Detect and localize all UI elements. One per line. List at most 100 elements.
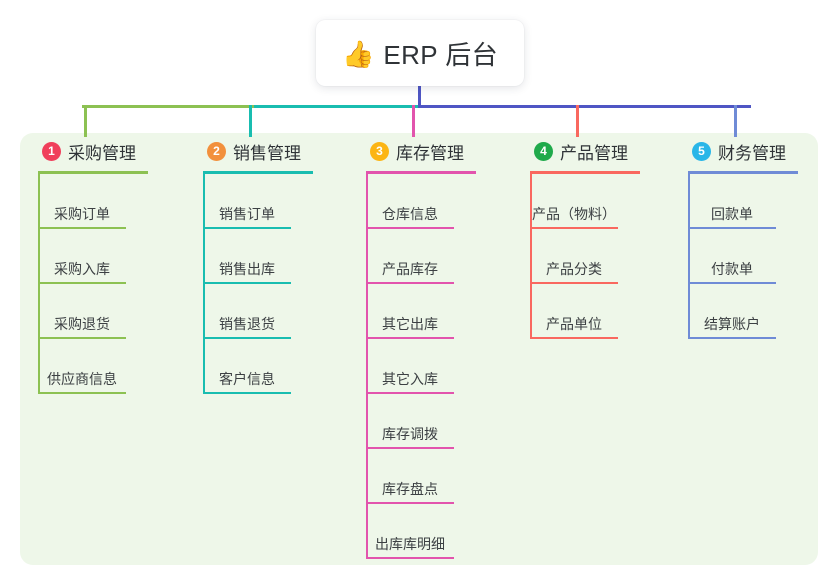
bus-segment-1 xyxy=(82,105,254,108)
drop-connector-1 xyxy=(84,105,87,137)
branch-columns: 1 采购管理采购订单采购入库采购退货供应商信息 2 销售管理销售订单销售出库销售退货客… xyxy=(20,133,818,565)
leaf-item-label: 采购订单 xyxy=(54,206,110,222)
branch-title-1: 采购管理 xyxy=(68,143,136,163)
branch-title-2: 销售管理 xyxy=(233,143,301,163)
branch-title-3: 库存管理 xyxy=(396,143,464,163)
branch-title-5: 财务管理 xyxy=(718,143,786,163)
leaf-item-label: 销售出库 xyxy=(219,261,275,277)
leaf-item[interactable]: 产品分类 xyxy=(530,229,618,284)
branch-column-5: 5 财务管理回款单付款单结算账户 xyxy=(670,133,798,339)
bus-segment-3 xyxy=(418,105,751,108)
leaf-item-label: 库存盘点 xyxy=(382,481,438,497)
branch-badge-4: 4 xyxy=(534,141,553,161)
leaf-item[interactable]: 产品单位 xyxy=(530,284,618,339)
drop-connector-3 xyxy=(412,105,415,137)
branch-underline-2 xyxy=(203,171,313,174)
thumbs-up-icon: 👍 xyxy=(342,39,375,69)
branch-badge-2: 2 xyxy=(207,141,226,161)
leaf-item-underline xyxy=(366,502,454,504)
leaf-item[interactable]: 其它出库 xyxy=(366,284,454,339)
leaf-item-label: 产品分类 xyxy=(546,261,602,277)
branch-column-2: 2 销售管理销售订单销售出库销售退货客户信息 xyxy=(185,133,313,394)
branch-underline-3 xyxy=(366,171,476,174)
leaf-item[interactable]: 销售出库 xyxy=(203,229,291,284)
branch-spine-2 xyxy=(203,174,205,394)
leaf-item[interactable]: 结算账户 xyxy=(688,284,776,339)
leaf-item[interactable]: 客户信息 xyxy=(203,339,291,394)
leaf-item-underline xyxy=(530,282,618,284)
leaf-item-label: 出库库明细 xyxy=(375,536,445,552)
branch-spine-4 xyxy=(530,174,532,339)
leaf-item[interactable]: 供应商信息 xyxy=(38,339,126,394)
branch-badge-1: 1 xyxy=(42,141,61,161)
branch-items-4: 产品（物料） 产品分类产品单位 xyxy=(530,174,618,339)
leaf-item[interactable]: 其它入库 xyxy=(366,339,454,394)
branch-items-1: 采购订单采购入库采购退货供应商信息 xyxy=(38,174,126,394)
leaf-item-label: 客户信息 xyxy=(219,371,275,387)
leaf-item[interactable]: 采购退货 xyxy=(38,284,126,339)
leaf-item-underline xyxy=(366,337,454,339)
leaf-item-label: 付款单 xyxy=(711,261,753,277)
branch-title-4: 产品管理 xyxy=(560,143,628,163)
branch-header-3[interactable]: 3 库存管理 xyxy=(348,133,476,169)
root-stem-connector xyxy=(418,86,421,106)
leaf-item-label: 其它入库 xyxy=(382,371,438,387)
leaf-item[interactable]: 库存调拨 xyxy=(366,394,454,449)
leaf-item-label: 产品（物料） xyxy=(532,206,616,222)
leaf-item-label: 结算账户 xyxy=(704,316,760,332)
branch-spine-1 xyxy=(38,174,40,394)
leaf-item[interactable]: 库存盘点 xyxy=(366,449,454,504)
leaf-item-underline xyxy=(38,227,126,229)
branch-items-5: 回款单付款单结算账户 xyxy=(688,174,776,339)
branch-column-3: 3 库存管理仓库信息产品库存其它出库其它入库库存调拨库存盘点出库库明细 xyxy=(348,133,476,559)
leaf-item[interactable]: 采购订单 xyxy=(38,174,126,229)
leaf-item[interactable]: 出库库明细 xyxy=(366,504,454,559)
leaf-item[interactable]: 付款单 xyxy=(688,229,776,284)
branch-spine-3 xyxy=(366,174,368,559)
branch-items-3: 仓库信息产品库存其它出库其它入库库存调拨库存盘点出库库明细 xyxy=(366,174,454,559)
leaf-item-underline xyxy=(366,282,454,284)
branch-header-5[interactable]: 5 财务管理 xyxy=(670,133,798,169)
leaf-item-underline xyxy=(688,337,776,339)
branch-badge-5: 5 xyxy=(692,141,711,161)
leaf-item-underline xyxy=(366,392,454,394)
leaf-item-label: 销售订单 xyxy=(219,206,275,222)
branch-items-2: 销售订单销售出库销售退货客户信息 xyxy=(203,174,291,394)
leaf-item-label: 产品库存 xyxy=(382,261,438,277)
leaf-item[interactable]: 产品（物料） xyxy=(530,174,618,229)
root-node[interactable]: 👍 ERP 后台 xyxy=(316,20,524,86)
leaf-item[interactable]: 销售退货 xyxy=(203,284,291,339)
leaf-item-underline xyxy=(38,337,126,339)
leaf-item-label: 库存调拨 xyxy=(382,426,438,442)
leaf-item-label: 产品单位 xyxy=(546,316,602,332)
leaf-item[interactable]: 产品库存 xyxy=(366,229,454,284)
drop-connector-4 xyxy=(576,105,579,137)
leaf-item-underline xyxy=(366,447,454,449)
leaf-item-label: 采购入库 xyxy=(54,261,110,277)
leaf-item-underline xyxy=(203,337,291,339)
leaf-item-underline xyxy=(203,392,291,394)
branch-badge-3: 3 xyxy=(370,141,389,161)
root-title: ERP 后台 xyxy=(383,39,498,70)
branch-panel xyxy=(20,133,818,565)
leaf-item-underline xyxy=(38,282,126,284)
leaf-item[interactable]: 采购入库 xyxy=(38,229,126,284)
branch-spine-5 xyxy=(688,174,690,339)
leaf-item[interactable]: 销售订单 xyxy=(203,174,291,229)
leaf-item-underline xyxy=(203,282,291,284)
leaf-item-underline xyxy=(366,557,454,559)
branch-header-1[interactable]: 1 采购管理 xyxy=(20,133,148,169)
branch-underline-4 xyxy=(530,171,640,174)
leaf-item-underline xyxy=(688,282,776,284)
branch-header-4[interactable]: 4 产品管理 xyxy=(512,133,640,169)
branch-underline-5 xyxy=(688,171,798,174)
branch-header-2[interactable]: 2 销售管理 xyxy=(185,133,313,169)
leaf-item-underline xyxy=(530,337,618,339)
bus-segment-2 xyxy=(254,105,418,108)
branch-column-4: 4 产品管理产品（物料） 产品分类产品单位 xyxy=(512,133,640,339)
leaf-item[interactable]: 仓库信息 xyxy=(366,174,454,229)
branch-column-1: 1 采购管理采购订单采购入库采购退货供应商信息 xyxy=(20,133,148,394)
leaf-item[interactable]: 回款单 xyxy=(688,174,776,229)
leaf-item-underline xyxy=(366,227,454,229)
